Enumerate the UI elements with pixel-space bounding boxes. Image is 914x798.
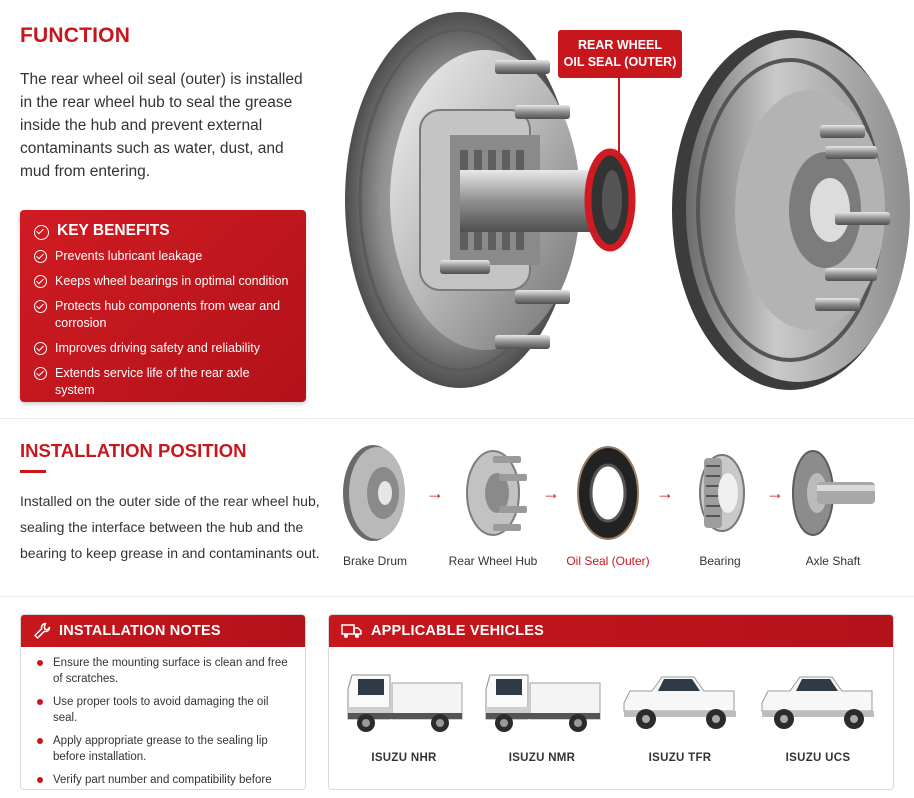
- vehicle-item: ISUZU TFR: [615, 655, 745, 764]
- installation-notes-header: INSTALLATION NOTES: [21, 615, 305, 647]
- component-axle-shaft: Axle Shaft: [778, 438, 888, 568]
- component-oil-seal-outer: Oil Seal (Outer): [553, 438, 663, 568]
- benefit-text: Protects hub components from wear and co…: [55, 299, 281, 330]
- flow-arrow: →: [656, 483, 674, 503]
- vehicle-item: ISUZU NHR: [339, 655, 469, 764]
- title-underline: [20, 470, 46, 473]
- component-brake-drum: Brake Drum: [320, 438, 430, 568]
- applicable-vehicles-title: APPLICABLE VEHICLES: [371, 623, 544, 639]
- note-item: Apply appropriate grease to the sealing …: [37, 733, 291, 765]
- benefit-text: Keeps wheel bearings in optimal conditio…: [55, 274, 289, 288]
- wrench-icon: [34, 622, 51, 639]
- hub-assembly-illustration: [320, 0, 914, 410]
- oil-seal-callout: REAR WHEEL OIL SEAL (OUTER): [558, 30, 682, 78]
- component-rear-wheel-hub: Rear Wheel Hub: [438, 438, 548, 568]
- brake-drum-icon: [343, 445, 405, 541]
- check-circle-icon: [34, 224, 49, 240]
- light-truck-image: [485, 674, 601, 732]
- applicable-vehicles-header: APPLICABLE VEHICLES: [329, 615, 893, 647]
- benefit-item: Extends service life of the rear axle sy…: [34, 365, 292, 399]
- component-label: Oil Seal (Outer): [566, 554, 650, 568]
- vehicles-list: ISUZU NHR ISUZU NMR ISUZU TFR: [329, 655, 893, 764]
- function-title: FUNCTION: [20, 24, 131, 47]
- wheel-hub-icon: [466, 450, 527, 536]
- axle-shaft-icon: [792, 450, 875, 536]
- callout-line-2: OIL SEAL (OUTER): [563, 55, 677, 69]
- section-divider: [0, 418, 914, 419]
- component-label: Bearing: [699, 554, 741, 568]
- vehicle-item: ISUZU NMR: [477, 655, 607, 764]
- check-circle-icon: [34, 275, 47, 288]
- flow-arrow: →: [766, 483, 784, 503]
- vehicle-item: ISUZU UCS: [753, 655, 883, 764]
- check-circle-icon: [34, 300, 47, 313]
- key-benefits-header: KEY BENEFITS: [34, 222, 292, 240]
- vehicle-label: ISUZU NMR: [508, 752, 576, 764]
- truck-icon: [341, 624, 362, 638]
- benefit-item: Protects hub components from wear and co…: [34, 298, 292, 332]
- installation-position-title: INSTALLATION POSITION: [20, 440, 247, 461]
- note-item: Ensure the mounting surface is clean and…: [37, 655, 291, 687]
- component-label: Rear Wheel Hub: [448, 554, 538, 568]
- benefit-item: Prevents lubricant leakage: [34, 248, 292, 265]
- check-circle-icon: [34, 342, 47, 355]
- flow-arrow: →: [542, 483, 560, 503]
- benefit-item: Keeps wheel bearings in optimal conditio…: [34, 273, 292, 290]
- benefit-text: Extends service life of the rear axle sy…: [55, 366, 250, 397]
- key-benefits-title: KEY BENEFITS: [57, 222, 170, 239]
- installation-notes-title: INSTALLATION NOTES: [59, 623, 221, 639]
- section-divider: [0, 596, 914, 597]
- bearing-icon: [699, 454, 745, 532]
- key-benefits-panel: KEY BENEFITS Prevents lubricant leakage …: [20, 210, 306, 402]
- benefits-list: Prevents lubricant leakage Keeps wheel b…: [34, 248, 292, 399]
- benefit-item: Improves driving safety and reliability: [34, 340, 292, 357]
- oil-seal-icon: [577, 446, 639, 540]
- benefit-text: Prevents lubricant leakage: [55, 249, 203, 263]
- hub-cutaway-image: [345, 12, 910, 390]
- callout-line-1: REAR WHEEL: [577, 38, 663, 52]
- component-label: Brake Drum: [342, 554, 407, 568]
- installation-position-description: Installed on the outer side of the rear …: [20, 493, 320, 561]
- component-bearing: Bearing: [665, 438, 775, 568]
- flow-arrow: →: [426, 483, 444, 503]
- check-circle-icon: [34, 367, 47, 380]
- function-description: The rear wheel oil seal (outer) is insta…: [20, 71, 303, 180]
- light-truck-image: [347, 674, 463, 732]
- callout-leader-line: [618, 78, 620, 158]
- note-item: Use proper tools to avoid damaging the o…: [37, 694, 291, 726]
- note-item: Verify part number and compatibility bef…: [37, 772, 291, 789]
- installation-notes-card: INSTALLATION NOTES Ensure the mounting s…: [20, 614, 306, 790]
- applicable-vehicles-card: APPLICABLE VEHICLES ISUZU NHR: [328, 614, 894, 790]
- component-label: Axle Shaft: [805, 554, 861, 568]
- vehicle-label: ISUZU UCS: [785, 752, 851, 764]
- pickup-truck-image: [623, 676, 736, 729]
- vehicle-label: ISUZU TFR: [648, 752, 712, 764]
- notes-list: Ensure the mounting surface is clean and…: [21, 647, 305, 789]
- vehicle-label: ISUZU NHR: [371, 752, 437, 764]
- check-circle-icon: [34, 250, 47, 263]
- pickup-truck-image: [761, 676, 874, 729]
- benefit-text: Improves driving safety and reliability: [55, 341, 260, 355]
